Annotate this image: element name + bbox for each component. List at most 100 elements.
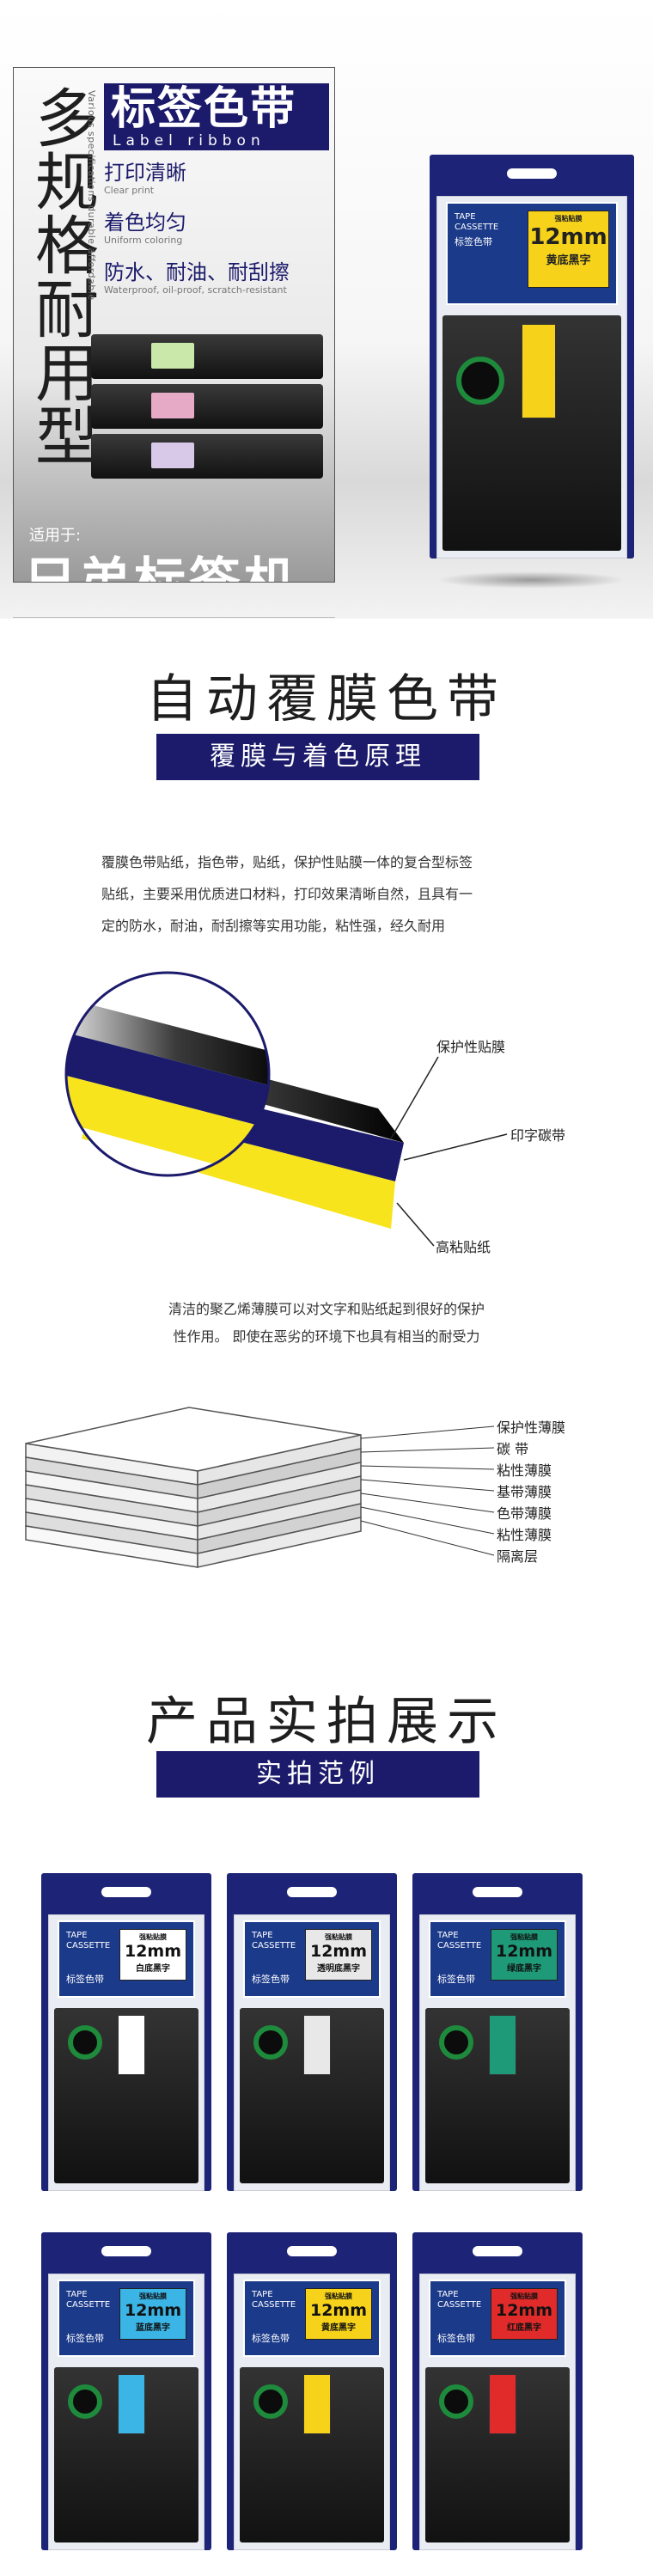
feature-cn: 打印清晰 [104, 161, 186, 185]
swatch-top-text: 强粘贴膜 [554, 215, 583, 223]
layer-label: 色带薄膜 [497, 1505, 552, 1522]
feature-en: Waterproof, oil-proof, scratch-resistant [104, 284, 287, 296]
spool [253, 2025, 288, 2060]
callout-sticker: 高粘贴纸 [436, 1239, 491, 1255]
hanger-hole [101, 1887, 151, 1897]
protect-paragraph: 清洁的聚乙烯薄膜可以对文字和贴纸起到很好的保护 性作用。 即使在恶劣的环境下也具… [129, 1296, 524, 1351]
package-cn-name: 标签色带 [437, 2333, 475, 2344]
section-bar-principle: 覆膜与着色原理 [156, 734, 479, 780]
tape-strip [302, 2015, 331, 2075]
package-shadow [436, 571, 626, 589]
feature-cn: 着色均匀 [104, 211, 186, 235]
vertical-title-text: 多规格耐用型 [24, 85, 99, 467]
section-title-photos: 产品实拍展示 [146, 1692, 507, 1752]
tape-strip [488, 2015, 516, 2075]
para-line: 清洁的聚乙烯薄膜可以对文字和贴纸起到很好的保护 [168, 1301, 485, 1317]
swatch-top-text: 强粘贴膜 [510, 1933, 538, 1941]
swatch-size: 12mm [495, 2301, 553, 2320]
vertical-title: 多规格耐用型 [21, 85, 102, 479]
ribbon-swatch: 强粘贴膜 12mm 黄底黑字 [528, 211, 609, 288]
cassette [54, 2367, 198, 2542]
cassette [425, 2367, 570, 2542]
swatch-top-text: 强粘贴膜 [510, 2292, 538, 2300]
cassette [54, 2008, 198, 2183]
spool [68, 2384, 102, 2419]
swatch-top-text: 强粘贴膜 [139, 2292, 167, 2300]
swatch-desc: 黄底黑字 [321, 2323, 356, 2333]
layer-label: 隔离层 [497, 1548, 539, 1565]
swatch-size: 12mm [309, 2301, 368, 2320]
hero-banner: 多规格耐用型 Various specifications durable af… [0, 0, 653, 619]
cassette [240, 2367, 384, 2542]
lamination-diagram: 保护性贴膜 印字碳带 高粘贴纸 [0, 962, 653, 1255]
layer-label: 粘性薄膜 [497, 1462, 552, 1479]
swatch-size: 12mm [529, 224, 607, 250]
tape-strip [117, 2374, 145, 2434]
feature-cn: 防水、耐油、耐刮擦 [104, 260, 290, 284]
feature-en: Clear print [104, 185, 155, 196]
section-title-lamination: 自动覆膜色带 [146, 669, 507, 729]
package-cn-name: 标签色带 [455, 236, 492, 247]
feature-uniform: 着色均匀 Uniform coloring [104, 211, 186, 246]
package-cn-name: 标签色带 [66, 1974, 104, 1985]
para-line: 覆膜色带贴纸，指色带，贴纸，保护性贴膜一体的复合型标签 [101, 854, 473, 870]
hanger-hole [287, 2246, 337, 2256]
section-bar-examples: 实拍范例 [156, 1751, 479, 1798]
layer-label: 粘性薄膜 [497, 1527, 552, 1543]
package-cn-name: 标签色带 [252, 2333, 290, 2344]
suitable-label: 适用于: [29, 527, 82, 545]
feature-clear-print: 打印清晰 Clear print [104, 161, 186, 196]
hanger-hole [507, 168, 557, 179]
callout-protective-film: 保护性贴膜 [436, 1039, 506, 1055]
swatch-desc: 透明底黑字 [317, 1964, 360, 1974]
para-line: 定的防水，耐油，耐刮擦等实用功能，粘性强，经久耐用 [101, 918, 446, 934]
swatch-desc: 蓝底黑字 [136, 2323, 170, 2333]
title-box: 标签色带 Label ribbon [104, 83, 329, 150]
spool [439, 2384, 473, 2419]
cassette-stack-image [91, 334, 332, 480]
swatch-desc: 绿底黑字 [507, 1964, 541, 1974]
tape-strip [117, 2015, 145, 2075]
swatch-top-text: 强粘贴膜 [139, 1933, 167, 1941]
lamination-svg [64, 971, 508, 1247]
hero-card: 多规格耐用型 Various specifications durable af… [13, 67, 335, 583]
cassette [425, 2008, 570, 2183]
intro-paragraph: 覆膜色带贴纸，指色带，贴纸，保护性贴膜一体的复合型标签 贴纸，主要采用优质进口材… [101, 846, 548, 942]
tape-strip [302, 2374, 331, 2434]
package-cn-name: 标签色带 [437, 1974, 475, 1985]
layer-label: 保护性薄膜 [497, 1419, 566, 1436]
feature-en: Uniform coloring [104, 235, 183, 246]
swatch-top-text: 强粘贴膜 [325, 1933, 352, 1941]
spool [456, 357, 504, 405]
swatch-size: 12mm [124, 2301, 182, 2320]
